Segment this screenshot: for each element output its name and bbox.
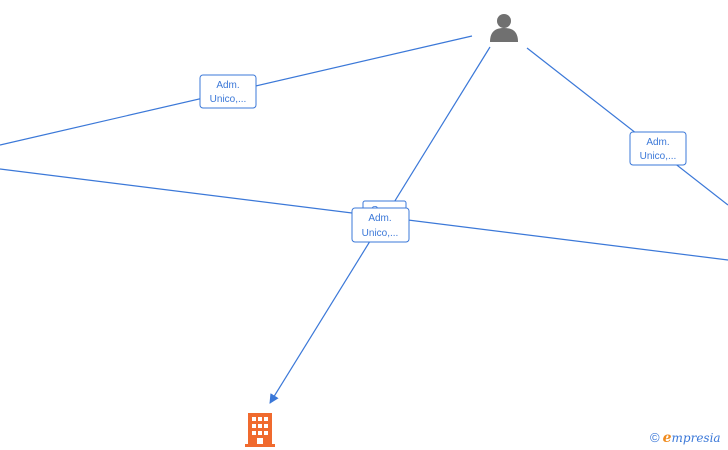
edge-label-line1: Adm. — [646, 137, 669, 148]
empresia-watermark: ©empresia — [650, 430, 721, 446]
edge-label-right[interactable]: Adm. Unico,... — [629, 131, 687, 166]
brand-initial: e — [662, 430, 672, 446]
edge-label-left[interactable]: Adm. Unico,... — [199, 74, 257, 109]
copyright-symbol: © — [650, 430, 660, 445]
edge-label-line2: Unico,... — [640, 151, 677, 162]
edge-label-line2: Unico,... — [210, 94, 247, 105]
edge-person-to-right — [526, 47, 728, 206]
edge-label-line2: Unico,... — [362, 228, 399, 239]
building-icon — [245, 413, 275, 447]
person-icon — [490, 14, 518, 42]
edge-label-line1: Adm. — [368, 213, 391, 224]
brand-name: mpresia — [671, 431, 721, 445]
person-node[interactable] — [490, 14, 518, 42]
edge-label-center[interactable]: Adm. Unico,... — [351, 207, 410, 243]
edge-label-line1: Adm. — [216, 80, 239, 91]
company-node[interactable] — [245, 413, 275, 447]
